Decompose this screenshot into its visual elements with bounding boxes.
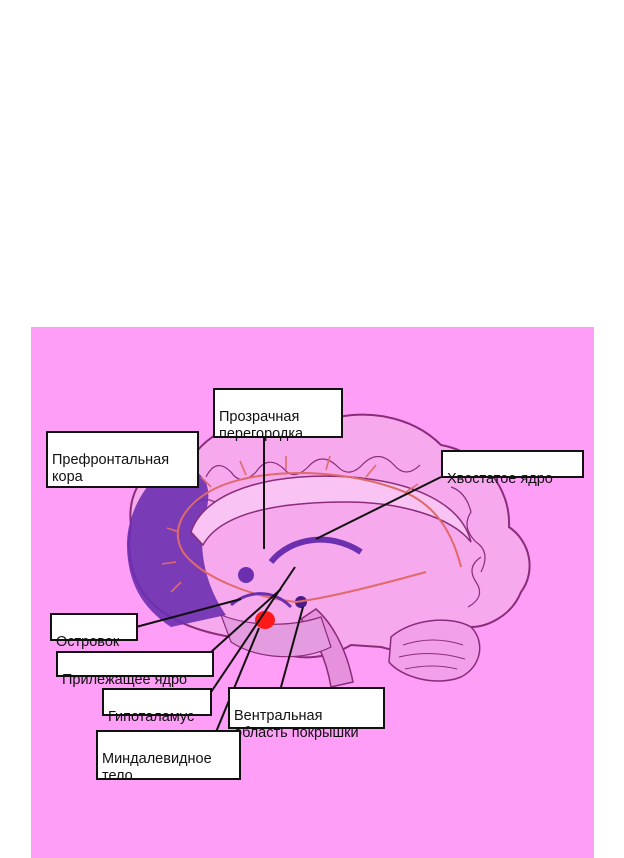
label-hypothalamus-text: Гипоталамус	[108, 709, 195, 725]
label-prefrontal-line2: кора	[52, 469, 83, 485]
label-amygdala-line1: Миндалевидное	[102, 751, 212, 767]
amygdala-dot	[255, 611, 275, 629]
caudate-shape	[268, 536, 363, 564]
label-insula-text: Островок	[56, 634, 120, 650]
pathway-purple	[230, 592, 293, 609]
corpus-callosum	[190, 475, 472, 547]
label-insula: Островок	[50, 613, 138, 650]
pathway-main	[176, 472, 462, 603]
pathway-lower	[295, 571, 427, 603]
brain-illustration	[126, 413, 531, 733]
pathway-branches	[161, 455, 419, 593]
label-ventral-tegmental-area: Вентральная область покрышки	[228, 687, 385, 741]
prefrontal-region	[126, 469, 226, 627]
label-amygdala: Миндалевидное тело	[96, 730, 241, 784]
label-hypothalamus: Гипоталамус	[102, 688, 212, 725]
label-vta-line2: область покрышки	[234, 725, 359, 741]
label-amygdala-line2: тело	[102, 768, 133, 784]
label-prefrontal-line1: Префронтальная	[52, 452, 170, 468]
cerebellum-folds	[398, 639, 466, 670]
label-vta-line1: Вентральная	[234, 708, 323, 724]
label-nucleus-accumbens: Прилежащее ядро	[56, 651, 214, 688]
label-septum-pellucidum: Прозрачная перегородка	[213, 388, 343, 442]
cerebellum	[388, 619, 481, 682]
diagram-panel: Префронтальная кора Прозрачная перегород…	[31, 327, 594, 858]
label-caudate-text: Хвостатое ядро	[447, 471, 553, 487]
label-septum-line2: перегородка	[219, 426, 304, 442]
label-septum-line1: Прозрачная	[219, 409, 300, 425]
label-accumbens-text: Прилежащее ядро	[62, 672, 188, 688]
leader-lines	[135, 438, 442, 733]
accumbens-dot	[238, 567, 254, 583]
temporal-lobe	[219, 613, 332, 658]
label-prefrontal-cortex: Префронтальная кора	[46, 431, 199, 488]
label-caudate-nucleus: Хвостатое ядро	[441, 450, 584, 487]
